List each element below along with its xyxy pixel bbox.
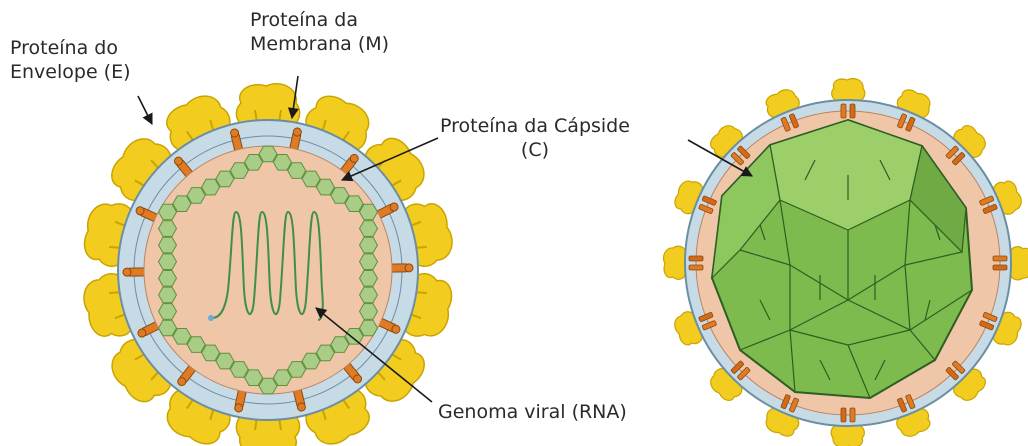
label-capsid-protein-line2: (C) [440, 138, 630, 162]
capsid-subunit [159, 204, 177, 220]
label-genome: Genoma viral (RNA) [438, 400, 627, 424]
capsid-subunit [159, 254, 177, 270]
capsid-subunit [230, 362, 248, 378]
capsid-subunit [331, 188, 349, 204]
capsid-subunit [159, 221, 177, 237]
label-membrane-protein-line2: Membrana (M) [250, 32, 389, 56]
capsid-subunit [360, 304, 378, 320]
label-membrane-protein: Proteína da Membrana (M) [250, 8, 389, 56]
capsid-subunit [173, 196, 191, 212]
capsid-subunit [202, 345, 220, 361]
capsid-subunit [159, 237, 177, 253]
left-virion-cross-section [79, 84, 456, 446]
pointer-envelope-protein [138, 96, 152, 124]
capsid-subunit [316, 179, 334, 195]
capsid-subunit [345, 196, 363, 212]
right-virion-exterior [664, 79, 1028, 446]
capsid-subunit [302, 353, 320, 369]
capsid-subunit [360, 221, 378, 237]
capsid-subunit [202, 179, 220, 195]
label-envelope-protein: Proteína do Envelope (E) [10, 36, 131, 84]
capsid-subunit [331, 337, 349, 353]
capsid-subunit [360, 320, 378, 336]
capsid-subunit [360, 287, 378, 303]
capsid-subunit [360, 204, 378, 220]
capsid-subunit [245, 155, 263, 171]
label-genome-text: Genoma viral (RNA) [438, 400, 627, 424]
label-capsid-protein-line1: Proteína da Cápside [440, 114, 630, 138]
capsid-subunit [316, 345, 334, 361]
capsid-subunit [259, 146, 277, 162]
capsid-subunit [302, 171, 320, 187]
label-membrane-protein-line1: Proteína da [250, 8, 389, 32]
capsid-subunit [159, 287, 177, 303]
label-envelope-protein-line2: Envelope (E) [10, 60, 131, 84]
capsid-subunit [288, 163, 306, 179]
capsid-subunit [187, 188, 205, 204]
capsid-subunit [273, 370, 291, 386]
capsid-subunit [360, 237, 378, 253]
capsid-subunit [259, 378, 277, 394]
capsid-subunit [173, 329, 191, 345]
capsid-subunit [245, 370, 263, 386]
capsid-subunit [360, 271, 378, 287]
capsid-subunit [345, 329, 363, 345]
capsid-subunit [216, 171, 234, 187]
capsid-subunit [288, 362, 306, 378]
capsid-subunit [360, 254, 378, 270]
label-capsid-protein: Proteína da Cápside (C) [440, 114, 630, 162]
label-envelope-protein-line1: Proteína do [10, 36, 131, 60]
capsid-subunit [216, 353, 234, 369]
capsid-subunit [230, 163, 248, 179]
capsid-subunit [159, 271, 177, 287]
capsid-subunit [273, 155, 291, 171]
capsid-subunit [187, 337, 205, 353]
capsid-subunit [159, 304, 177, 320]
capsid-subunit [159, 320, 177, 336]
